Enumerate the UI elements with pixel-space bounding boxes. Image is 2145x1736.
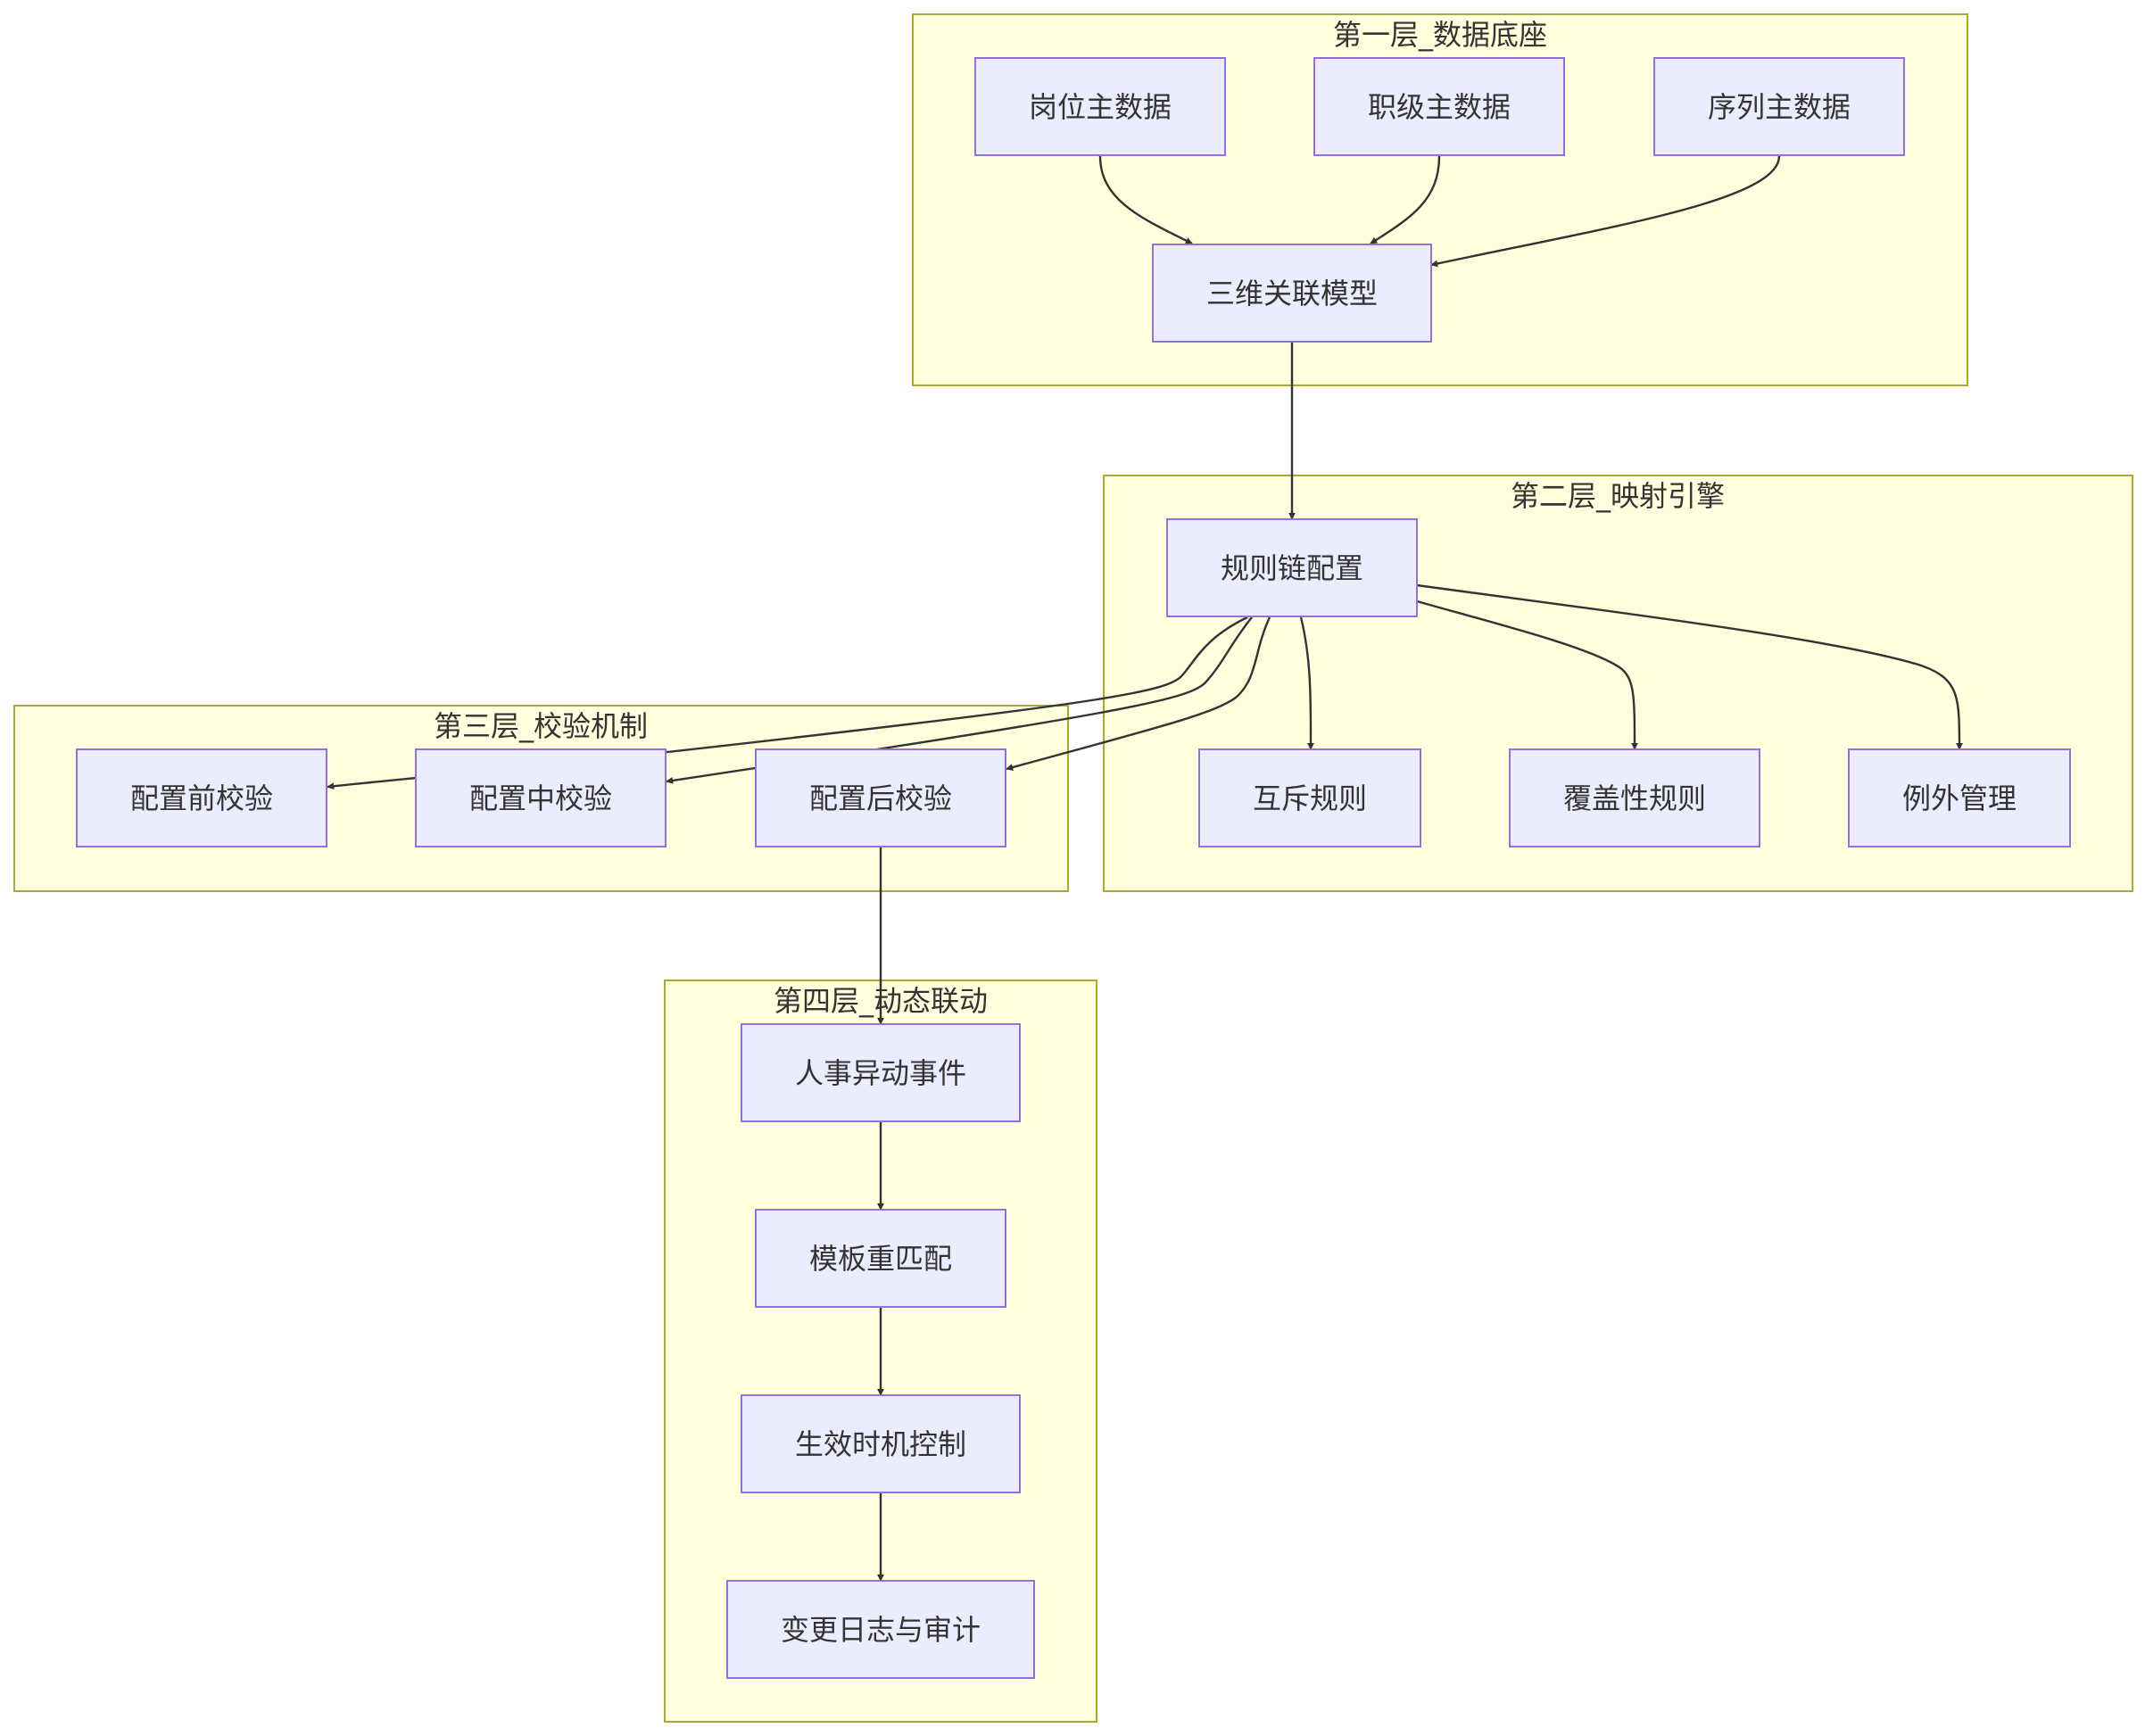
node-position-master-label: 岗位主数据: [1029, 90, 1172, 124]
node-sequence-master-label: 序列主数据: [1708, 90, 1851, 124]
node-mid-check[interactable]: 配置中校验: [415, 748, 667, 847]
node-exception-mgmt-label: 例外管理: [1902, 781, 2017, 815]
node-exception-mgmt[interactable]: 例外管理: [1848, 748, 2071, 847]
node-pre-check[interactable]: 配置前校验: [76, 748, 327, 847]
node-override-rule-label: 覆盖性规则: [1563, 781, 1706, 815]
node-mid-check-label: 配置中校验: [469, 781, 612, 815]
node-change-log[interactable]: 变更日志与审计: [726, 1580, 1035, 1679]
node-change-log-label: 变更日志与审计: [781, 1613, 981, 1647]
edge-grade-to-relation: [1370, 155, 1441, 245]
node-grade-master-label: 职级主数据: [1368, 90, 1511, 124]
node-relation-model[interactable]: 三维关联模型: [1152, 244, 1432, 343]
node-hr-event-label: 人事异动事件: [795, 1056, 966, 1090]
cluster-layer1-title: 第一层_数据底座: [1333, 18, 1547, 52]
node-override-rule[interactable]: 覆盖性规则: [1509, 748, 1760, 847]
node-effective-timing-label: 生效时机控制: [795, 1427, 966, 1461]
node-grade-master[interactable]: 职级主数据: [1313, 57, 1565, 156]
node-post-check-label: 配置后校验: [809, 781, 952, 815]
node-post-check[interactable]: 配置后校验: [755, 748, 1006, 847]
node-effective-timing[interactable]: 生效时机控制: [741, 1394, 1021, 1493]
node-hr-event[interactable]: 人事异动事件: [741, 1023, 1021, 1122]
node-mutex-rule-label: 互斥规则: [1253, 781, 1367, 815]
node-position-master[interactable]: 岗位主数据: [974, 57, 1226, 156]
node-pre-check-label: 配置前校验: [130, 781, 273, 815]
edge-position-to-relation: [1098, 155, 1193, 245]
edge-rulechain-to-midcheck: [666, 616, 1253, 784]
node-relation-model-label: 三维关联模型: [1206, 277, 1378, 310]
cluster-layer3-title: 第三层_校验机制: [434, 709, 648, 743]
edge-sequence-to-relation: [1430, 155, 1781, 268]
cluster-layer2-title: 第二层_映射引擎: [1511, 479, 1725, 513]
node-mutex-rule[interactable]: 互斥规则: [1198, 748, 1421, 847]
edge-rulechain-to-postcheck: [1006, 616, 1271, 771]
edge-rulechain-to-mutex: [1299, 616, 1315, 750]
node-rule-chain-label: 规则链配置: [1221, 551, 1363, 585]
node-rule-chain[interactable]: 规则链配置: [1166, 518, 1418, 617]
edge-rulechain-to-exception: [1416, 583, 1963, 750]
node-template-rematch[interactable]: 模板重匹配: [755, 1209, 1006, 1308]
node-sequence-master[interactable]: 序列主数据: [1653, 57, 1905, 156]
edge-rulechain-to-override: [1416, 599, 1638, 750]
node-template-rematch-label: 模板重匹配: [809, 1242, 952, 1276]
